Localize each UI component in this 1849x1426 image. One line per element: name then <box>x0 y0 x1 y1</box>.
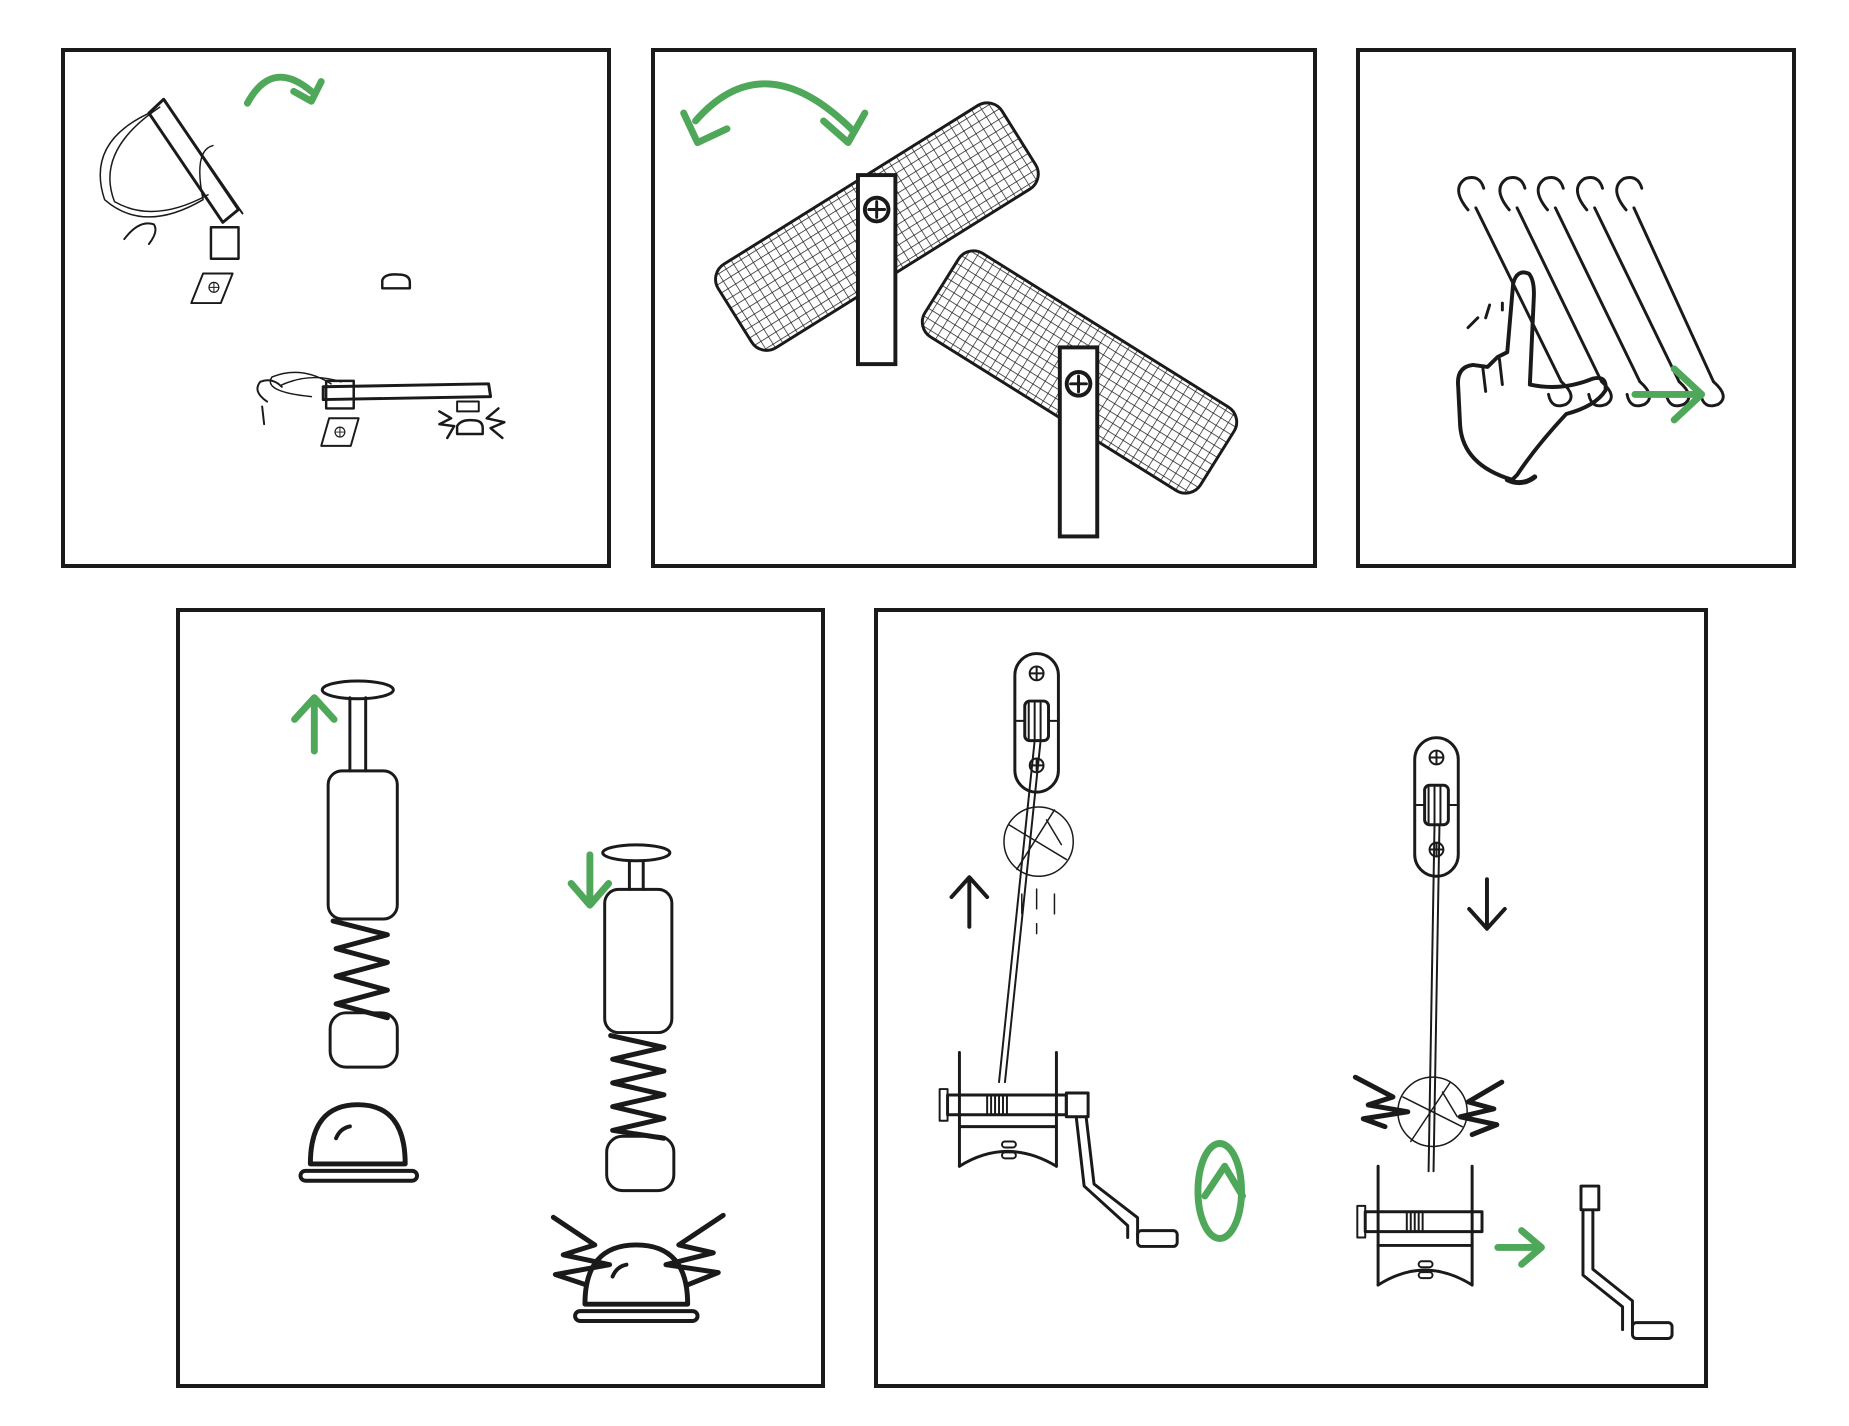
right-arrow-icon <box>1494 1227 1545 1268</box>
impact-burst <box>438 407 506 440</box>
panel-2 <box>651 48 1317 568</box>
up-arrow-icon <box>949 875 990 929</box>
hooked-rods <box>1457 176 1725 408</box>
service-bell-ringing <box>573 1242 700 1323</box>
reel-right <box>1356 1164 1484 1287</box>
panel-5 <box>874 608 1708 1388</box>
plunger-raised <box>320 679 399 1069</box>
plunger-bell-illustration <box>291 679 726 1323</box>
pulley-right <box>1413 736 1460 878</box>
hooked-rods-illustration <box>1456 176 1725 486</box>
mounting-bracket-upper <box>856 173 898 367</box>
impact-burst <box>550 1212 726 1287</box>
down-arrow-icon <box>567 851 613 909</box>
ball-left <box>1003 806 1074 935</box>
panel-3 <box>1356 48 1796 568</box>
crank-handle-left <box>1074 1115 1179 1248</box>
lever-arm-raised <box>99 97 244 305</box>
cord-left <box>998 739 1042 1084</box>
mesh-roller-illustration <box>680 80 1239 539</box>
lever-arm-lowered <box>256 371 493 447</box>
crank-handle-right <box>1579 1184 1674 1340</box>
pulley-crank-illustration <box>938 652 1674 1340</box>
down-arrow-icon <box>1467 877 1507 931</box>
lever-illustration <box>99 73 506 447</box>
impact-burst <box>1352 1074 1505 1138</box>
mounting-bracket-lower <box>1057 345 1100 539</box>
pointing-hand-icon <box>1456 270 1608 486</box>
panel-4 <box>176 608 825 1388</box>
reel-left <box>938 1050 1090 1168</box>
panel-1 <box>61 48 611 568</box>
up-arrow-icon <box>291 694 338 755</box>
rotate-arrow-icon <box>1194 1140 1246 1242</box>
clockwise-arrow-icon <box>243 73 325 107</box>
pulley-left <box>1013 652 1060 794</box>
small-block <box>381 273 412 290</box>
plunger-pressed <box>601 843 676 1193</box>
service-bell <box>298 1102 420 1183</box>
right-arrow-icon <box>1631 365 1706 424</box>
swing-arrow-icon <box>680 80 869 147</box>
